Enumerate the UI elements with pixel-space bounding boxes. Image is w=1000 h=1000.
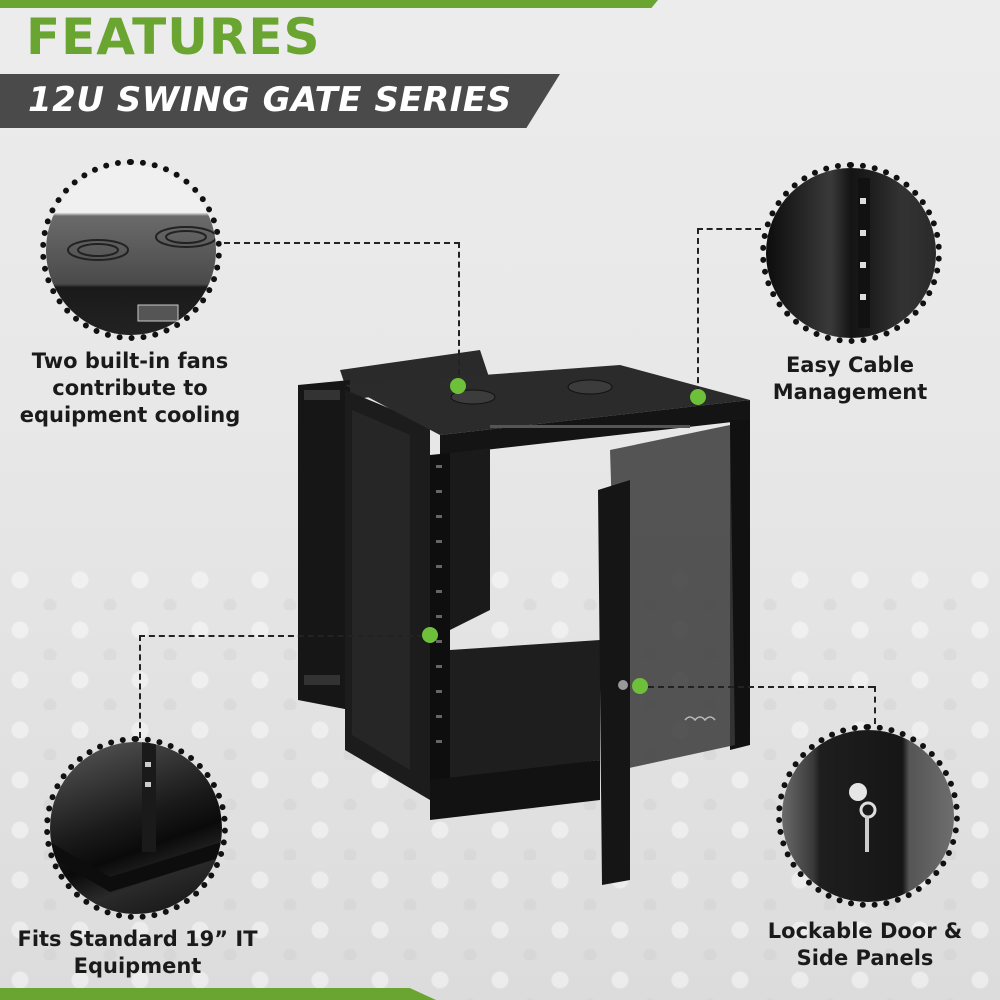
page-subtitle: 12U SWING GATE SERIES bbox=[28, 80, 512, 120]
page-title: FEATURES bbox=[26, 8, 321, 66]
fits-callout-ring bbox=[44, 736, 228, 920]
fans-connector-v bbox=[458, 242, 460, 385]
subtitle-band bbox=[0, 74, 560, 128]
bottom-accent-bar bbox=[0, 988, 436, 1000]
fits-caption-line2: Equipment bbox=[73, 954, 202, 978]
lock-caption-line1: Lockable Door & bbox=[767, 919, 963, 943]
fans-connector-h bbox=[224, 242, 460, 244]
fans-caption: Two built-in fans contribute to equipmen… bbox=[10, 348, 250, 429]
cable-connector-v bbox=[697, 228, 699, 393]
cable-caption-line2: Management bbox=[772, 380, 928, 404]
lock-connector-v bbox=[874, 686, 876, 724]
lock-connector-h bbox=[648, 686, 874, 688]
lock-caption: Lockable Door & Side Panels bbox=[760, 918, 970, 972]
cable-marker-dot bbox=[690, 389, 706, 405]
fans-marker-dot bbox=[450, 378, 466, 394]
cable-caption-line1: Easy Cable bbox=[785, 353, 915, 377]
fits-caption: Fits Standard 19” IT Equipment bbox=[10, 926, 265, 980]
fits-caption-line1: Fits Standard 19” IT bbox=[17, 927, 258, 951]
top-accent-bar bbox=[0, 0, 658, 8]
fans-caption-line2: contribute to bbox=[52, 376, 208, 400]
cable-callout-ring bbox=[760, 162, 942, 344]
cabinet-icon bbox=[298, 350, 750, 885]
fits-marker-dot bbox=[422, 627, 438, 643]
lock-marker-dot bbox=[632, 678, 648, 694]
cable-connector-h bbox=[697, 228, 761, 230]
fits-connector-h bbox=[139, 635, 423, 637]
cable-caption: Easy Cable Management bbox=[750, 352, 950, 406]
fans-caption-line3: equipment cooling bbox=[19, 403, 241, 427]
fans-caption-line1: Two built-in fans bbox=[31, 349, 229, 373]
fans-callout-ring bbox=[40, 159, 222, 341]
lock-callout-ring bbox=[776, 724, 960, 908]
lock-caption-line2: Side Panels bbox=[796, 946, 934, 970]
fits-connector-v bbox=[139, 635, 141, 738]
